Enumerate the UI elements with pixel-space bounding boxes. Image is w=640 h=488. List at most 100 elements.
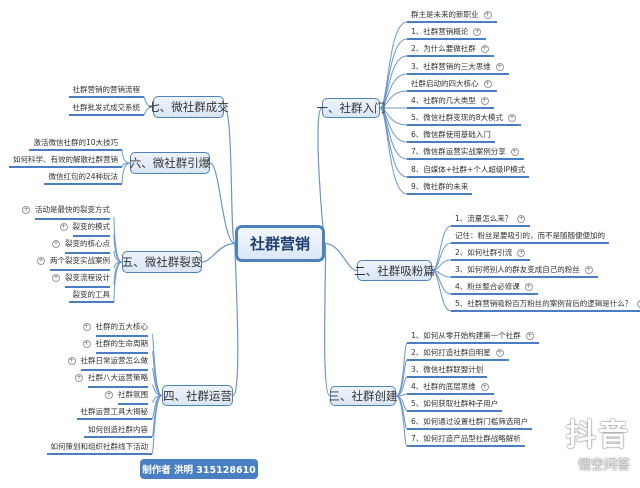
leaf-label: 社群八大运营策略 (88, 371, 148, 388)
branch-b3[interactable]: 三、社群创建 (329, 386, 398, 406)
connector (151, 395, 163, 438)
expand-icon[interactable] (525, 332, 534, 340)
leaf-label: 社群批发式成交系统 (72, 103, 141, 112)
author-credit-badge: 制作者 洪明 315128610 (140, 459, 258, 479)
connector (431, 225, 452, 271)
leaf-topic[interactable]: 8、自媒体+社群+个人超级IP模式 (407, 163, 530, 178)
expand-icon[interactable] (52, 240, 60, 248)
expand-icon[interactable] (480, 97, 489, 105)
central-topic[interactable]: 社群营销 (235, 225, 325, 262)
expand-icon[interactable] (52, 274, 60, 282)
leaf-topic[interactable]: 3、社群营销的三大思维 (407, 60, 509, 75)
leaf-label: 3、微信社群联盟计划 (411, 365, 484, 374)
leaf-label: 8、自媒体+社群+个人超级IP模式 (411, 165, 526, 174)
leaf-topic[interactable]: 9、微社群的未来 (407, 180, 473, 195)
leaf-topic[interactable]: 社群的五大核心 (74, 320, 153, 337)
connector (151, 395, 163, 403)
leaf-topic[interactable]: 裂变的工具 (68, 288, 114, 303)
leaf-topic[interactable]: 4、粉丝整合必修课 (451, 280, 538, 295)
leaf-topic[interactable]: 社群日常运营怎么做 (59, 354, 153, 371)
leaf-label: 4、社群的几大类型 (411, 96, 476, 105)
leaf-topic[interactable]: 裂变的模式 (51, 220, 115, 237)
expand-icon[interactable] (105, 391, 113, 399)
leaf-topic[interactable]: 社群氛围 (96, 388, 152, 405)
expand-icon[interactable] (37, 257, 45, 265)
leaf-label: 两个裂变实战案例 (50, 254, 110, 271)
leaf-topic[interactable]: 2、如何打造社群自明星 (407, 346, 509, 361)
expand-icon[interactable] (59, 223, 68, 231)
expand-icon[interactable] (510, 148, 519, 156)
expand-icon[interactable] (508, 114, 517, 122)
leaf-topic[interactable]: 微信红包的24种玩法 (44, 170, 122, 185)
expand-icon[interactable] (75, 374, 83, 382)
expand-icon[interactable] (483, 80, 492, 88)
leaf-topic[interactable]: 社群八大运营策略 (66, 371, 152, 388)
leaf-topic[interactable]: 激活微信社群的10大技巧 (29, 136, 122, 151)
leaf-topic[interactable]: 如何科学、有效的解散社群营销 (9, 153, 122, 168)
expand-icon[interactable] (517, 215, 526, 223)
expand-icon[interactable] (67, 357, 76, 365)
leaf-label: 社群日常运营怎么做 (80, 354, 148, 371)
branch-b5[interactable]: 五、微社群裂变 (122, 251, 202, 273)
leaf-topic[interactable]: 4、社群的底层思维 (407, 380, 494, 395)
branch-b6[interactable]: 六、微社群引爆 (130, 152, 210, 174)
leaf-topic[interactable]: 7、如何打造产品型社群战略解析 (407, 432, 525, 447)
expand-icon[interactable] (473, 28, 482, 36)
branch-b7[interactable]: 七、微社群成交 (148, 96, 229, 118)
leaf-label: 1、流量怎么来？ (455, 214, 513, 223)
expand-icon[interactable] (637, 300, 640, 308)
leaf-topic[interactable]: 2、为什么要做社群 (407, 42, 494, 57)
leaf-topic[interactable]: 6、微信群使用基础入门 (407, 128, 495, 143)
leaf-topic[interactable]: 社群的生命周期 (74, 337, 153, 354)
leaf-label: 7、如何打造产品型社群战略解析 (411, 434, 521, 443)
expand-icon[interactable] (480, 383, 489, 391)
leaf-label: 2、如何社群引流 (455, 248, 513, 257)
expand-icon[interactable] (524, 283, 533, 291)
expand-icon[interactable] (22, 206, 30, 214)
leaf-topic[interactable]: 7、微信群运营实战案例分享 (407, 145, 524, 160)
expand-icon[interactable] (495, 63, 504, 71)
leaf-topic[interactable]: 如何创造社群内容 (84, 423, 152, 438)
leaf-topic[interactable]: 如何策划和组织社群线下活动 (46, 440, 152, 455)
leaf-topic[interactable]: 活动是最快的裂变方式 (13, 203, 114, 220)
expand-icon[interactable] (584, 266, 593, 274)
leaf-topic[interactable]: 记住：粉丝是要吸引的，而不是随随便便加的 (451, 229, 609, 244)
leaf-topic[interactable]: 2、如何社群引流 (451, 246, 531, 261)
leaf-topic[interactable]: 3、微信社群联盟计划 (407, 363, 488, 378)
leaf-topic[interactable]: 群主是未来的新职业 (407, 8, 497, 23)
branch-b2[interactable]: 二、社群吸粉篇 (354, 260, 435, 281)
leaf-label: 9、微社群的未来 (411, 182, 469, 191)
leaf-topic[interactable]: 社群运营工具大揭秘 (76, 405, 152, 420)
expand-icon[interactable] (82, 340, 91, 348)
leaf-topic[interactable]: 1、社群营销概论 (407, 25, 487, 40)
expand-icon[interactable] (483, 11, 492, 19)
leaf-label: 3、如何将别人的群友变成自己的粉丝 (455, 265, 580, 274)
branch-b4[interactable]: 四、社群运营 (162, 385, 233, 406)
leaf-topic[interactable]: 4、社群的几大类型 (407, 94, 494, 109)
leaf-topic[interactable]: 社群营销的营销流程 (68, 83, 144, 98)
leaf-topic[interactable]: 两个裂变实战案例 (28, 254, 114, 271)
connector (223, 106, 236, 245)
leaf-topic[interactable]: 5、微信社群变现的8大模式 (407, 111, 522, 126)
leaf-topic[interactable]: 3、如何将别人的群友变成自己的粉丝 (451, 263, 598, 278)
connector (395, 395, 408, 447)
leaf-topic[interactable]: 5、社群营销吸粉百万粉丝的案例背后的逻辑是什么？ (451, 297, 640, 312)
branch-b1[interactable]: 一、社群入门 (317, 98, 386, 118)
leaf-label: 2、如何打造社群自明星 (411, 348, 491, 357)
leaf-topic[interactable]: 5、如何获取社群种子用户 (407, 397, 503, 412)
leaf-topic[interactable]: 1、流量怎么来？ (451, 212, 531, 227)
expand-icon[interactable] (82, 323, 91, 331)
leaf-topic[interactable]: 6、如何通过设置社群门槛筛选用户 (407, 415, 533, 430)
connector (324, 242, 331, 397)
leaf-label: 1、如何从零开始构建第一个社群 (411, 331, 521, 340)
leaf-topic[interactable]: 1、如何从零开始构建第一个社群 (407, 329, 539, 344)
leaf-topic[interactable]: 裂变流程设计 (43, 271, 114, 288)
leaf-label: 微信红包的24种玩法 (48, 172, 118, 181)
connector (379, 38, 408, 109)
expand-icon[interactable] (517, 249, 526, 257)
leaf-topic[interactable]: 裂变的核心点 (43, 237, 114, 254)
expand-icon[interactable] (495, 349, 504, 357)
leaf-topic[interactable]: 社群启动的四大核心 (407, 77, 497, 92)
expand-icon[interactable] (480, 45, 489, 53)
leaf-topic[interactable]: 社群批发式成交系统 (68, 101, 144, 116)
